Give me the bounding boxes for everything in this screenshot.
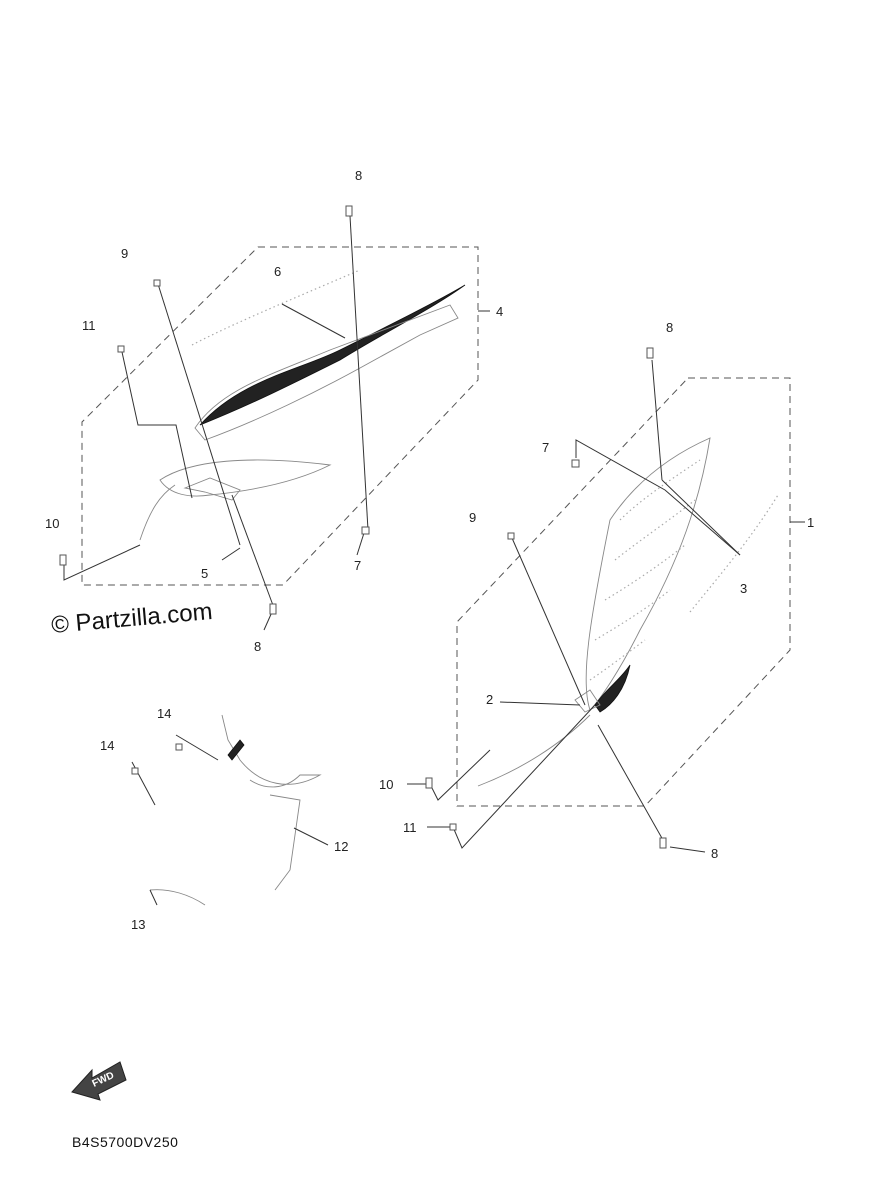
callout-7-upper: 7 (354, 558, 361, 573)
callout-14-b: 14 (100, 738, 114, 753)
callout-8-right-bottom: 8 (711, 846, 718, 861)
side-panel-mesh-c (604, 544, 686, 601)
callout-8-left: 8 (254, 639, 261, 654)
collar-10-right (425, 777, 433, 789)
callout-13: 13 (131, 917, 145, 932)
fasteners-upper-left (59, 205, 370, 615)
assembly-group-1 (456, 377, 791, 807)
side-panel-mesh-a (619, 459, 701, 521)
collar-10 (59, 554, 67, 566)
callout-8-top: 8 (355, 168, 362, 183)
callout-8-right-top: 8 (666, 320, 673, 335)
bracket-12 (221, 714, 322, 788)
fwd-arrow-icon: FWD (71, 1061, 127, 1101)
callout-12: 12 (334, 839, 348, 854)
side-cover-lower (159, 459, 332, 497)
screw-14-a (175, 743, 183, 751)
side-panel-mesh-b (614, 499, 696, 561)
callout-2: 2 (486, 692, 493, 707)
diagram-code: B4S5700DV250 (72, 1134, 178, 1150)
callout-11-left: 11 (82, 318, 96, 333)
assembly-group-4 (81, 246, 479, 586)
screw-9 (153, 279, 161, 287)
side-panel-mesh-d (594, 589, 671, 641)
decal-strip-6 (191, 269, 361, 346)
bolt-8-right-top (646, 347, 654, 359)
callout-3: 3 (740, 581, 747, 596)
side-cover-stripe (199, 284, 466, 426)
callout-labels: 1 2 3 4 5 6 7 7 8 8 8 8 9 9 10 10 11 11 … (45, 168, 814, 932)
side-panel-edge (594, 664, 631, 713)
callout-7-right: 7 (542, 440, 549, 455)
bracket-12-side (269, 794, 301, 891)
callout-5: 5 (201, 566, 208, 581)
bracket-5 (183, 477, 241, 501)
grommet-7 (361, 526, 370, 535)
leaders-upper-left (63, 215, 490, 631)
bolt-8-bottom (269, 603, 277, 615)
side-cover-outline (194, 304, 459, 441)
callout-6: 6 (274, 264, 281, 279)
side-panel-mesh-e (589, 639, 646, 681)
callout-4: 4 (496, 304, 503, 319)
screw-14-b (131, 767, 139, 775)
bracket-12-tab (227, 739, 245, 761)
screw-9-right (507, 532, 515, 540)
side-cover-rear-edge (139, 484, 176, 541)
decal-strip-3 (689, 494, 779, 613)
callout-9-left: 9 (121, 246, 128, 261)
callout-11-right: 11 (403, 820, 417, 835)
group-1-boundary (456, 377, 791, 807)
bolt-8-right-bottom (659, 837, 667, 849)
group-4-boundary (81, 246, 479, 586)
bolt-8-top (345, 205, 353, 217)
side-panel-outline (585, 437, 711, 711)
trim-13 (149, 889, 206, 906)
fasteners-right (425, 347, 667, 849)
side-panel-lower (477, 714, 591, 787)
callout-14-a: 14 (157, 706, 171, 721)
grommet-7-right (571, 459, 580, 468)
callout-10-right: 10 (379, 777, 393, 792)
assembly-lower-left (131, 714, 329, 906)
screw-11 (117, 345, 125, 353)
partzilla-watermark: © Partzilla.com (50, 598, 213, 639)
callout-1: 1 (807, 515, 814, 530)
callout-9-right: 9 (469, 510, 476, 525)
bracket-2 (574, 689, 601, 713)
leaders-right (407, 359, 805, 853)
callout-10-left: 10 (45, 516, 59, 531)
screw-11-right (449, 823, 457, 831)
